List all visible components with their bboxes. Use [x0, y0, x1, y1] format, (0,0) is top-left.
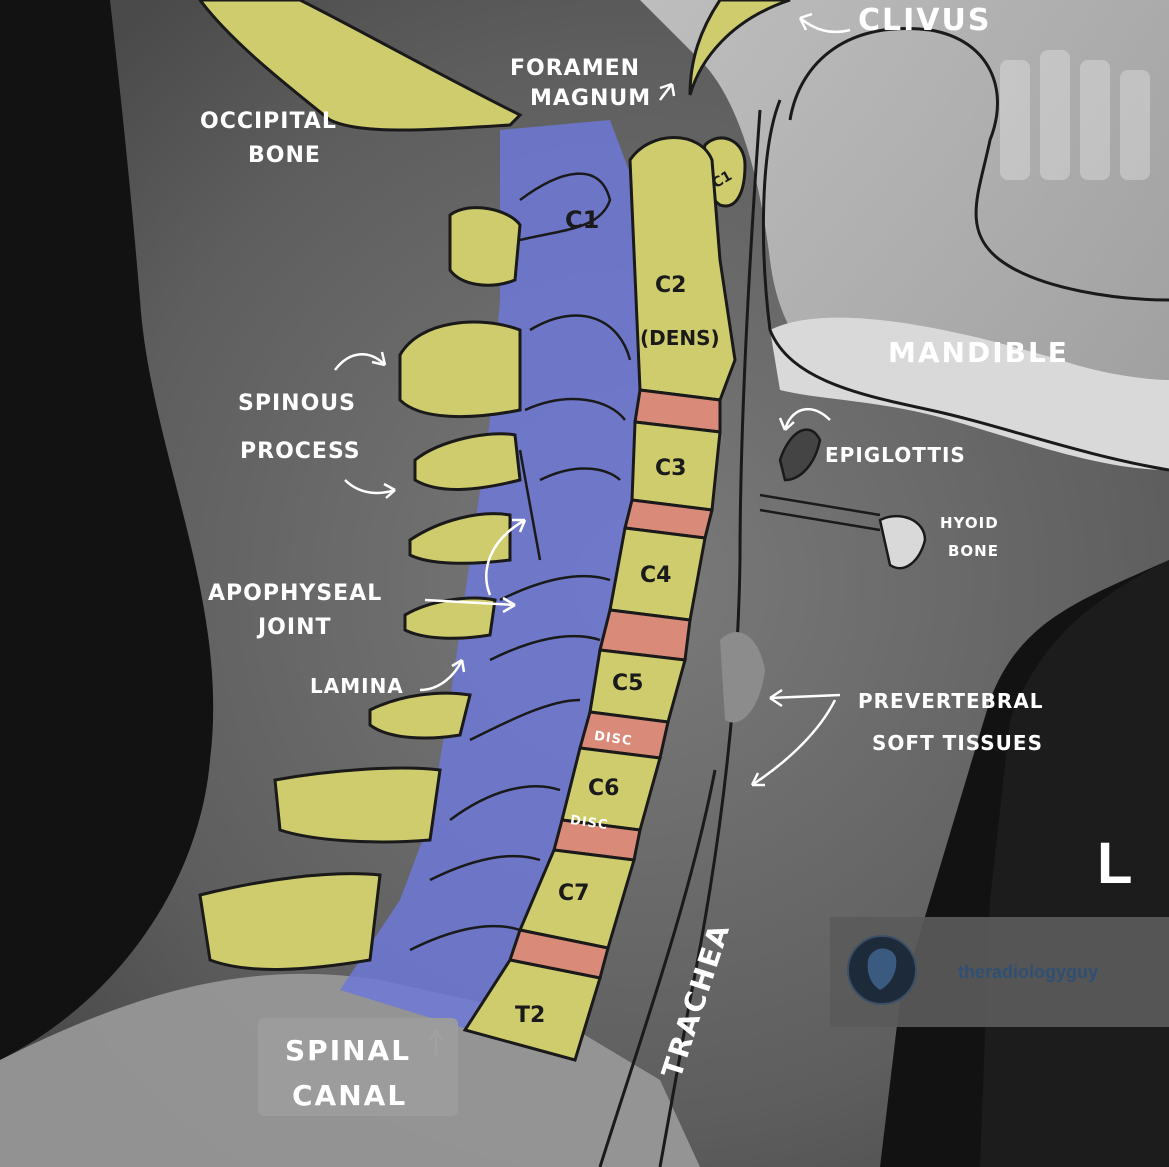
label-dens: (DENS) [640, 326, 720, 350]
label-bone: BONE [248, 143, 321, 168]
spinous-process-c4 [408, 512, 512, 565]
label-canal: CANAL [292, 1079, 407, 1112]
spinous-process-c3 [413, 432, 522, 491]
watermark-handle: theradiologyguy [958, 962, 1098, 982]
arrow-apophyseal-1 [424, 596, 516, 614]
hyoid-line [759, 493, 881, 532]
annotation-arrows [334, 12, 851, 1055]
jaw-outline [788, 27, 1169, 302]
spinous-process-t1 [198, 872, 382, 971]
arrow-prevertebral-2 [750, 699, 837, 787]
label-apophyseal: APOPHYSEAL [208, 581, 382, 606]
arrow-spinous-2 [344, 479, 396, 499]
label-c4: C4 [640, 563, 671, 588]
label-soft-tissues: SOFT TISSUES [872, 731, 1043, 755]
label-spinous: SPINOUS [238, 391, 356, 416]
label-mandible: MANDIBLE [888, 336, 1069, 369]
epiglottis-shape [778, 428, 822, 482]
label-spinal: SPINAL [285, 1034, 411, 1067]
spinous-process-c2 [398, 320, 522, 419]
pharyngeal-wall [658, 109, 762, 1167]
label-prevertebral: PREVERTEBRAL [858, 689, 1044, 713]
label-epiglottis: EPIGLOTTIS [825, 443, 966, 467]
arrow-epiglottis [778, 408, 831, 431]
arrow-foramen [659, 82, 676, 101]
mandible-outline [761, 99, 1169, 472]
label-t2: T2 [515, 1003, 545, 1028]
label-foramen: FORAMEN [510, 56, 640, 81]
label-disc-1: DISC [593, 729, 633, 749]
watermark: theradiologyguy [830, 917, 1169, 1027]
vertebral-bodies [462, 136, 737, 1062]
label-c3: C3 [655, 456, 686, 481]
label-process: PROCESS [240, 439, 361, 464]
hyoid-bone-shape [878, 514, 927, 570]
c2-dens-body [628, 136, 737, 402]
mandible-body [770, 317, 1169, 470]
teeth [1000, 50, 1150, 180]
prevertebral-density [720, 631, 765, 723]
label-c5: C5 [612, 671, 643, 696]
spinous-process-c1 [448, 206, 522, 287]
label-joint: JOINT [256, 615, 332, 640]
arrow-apophyseal-2 [485, 518, 527, 596]
label-disc-2: DISC [569, 813, 609, 833]
label-c6: C6 [588, 776, 619, 801]
label-c2: C2 [655, 273, 686, 298]
arrow-clivus [798, 12, 851, 34]
label-hyoid: HYOID [940, 514, 999, 532]
label-hyoid-bone: BONE [948, 542, 999, 560]
skull-jaw-region [640, 0, 1169, 470]
posterior-element-lines [409, 172, 632, 952]
label-clivus: CLIVUS [858, 3, 991, 38]
arrow-lamina [419, 658, 466, 692]
spinous-process-c7 [273, 766, 442, 844]
label-c1: C1 [565, 206, 599, 234]
arrow-prevertebral-1 [769, 688, 841, 708]
label-magnum: MAGNUM [530, 86, 651, 111]
skull-avatar-icon [867, 948, 897, 990]
spinous-process-c6 [368, 691, 472, 740]
spinous-processes [198, 206, 522, 971]
trachea-posterior-wall [598, 769, 717, 1167]
side-marker-l: L [1097, 831, 1132, 896]
label-c7: C7 [558, 881, 589, 906]
t2-body [462, 958, 602, 1062]
spinous-process-c5 [403, 596, 497, 640]
spinal-canal-label-box [258, 1018, 458, 1116]
occipital-bone [198, 0, 523, 132]
label-lamina: LAMINA [310, 674, 404, 698]
clivus-bone [688, 0, 791, 96]
label-occipital: OCCIPITAL [200, 109, 337, 134]
arrow-spinous-1 [334, 351, 387, 371]
